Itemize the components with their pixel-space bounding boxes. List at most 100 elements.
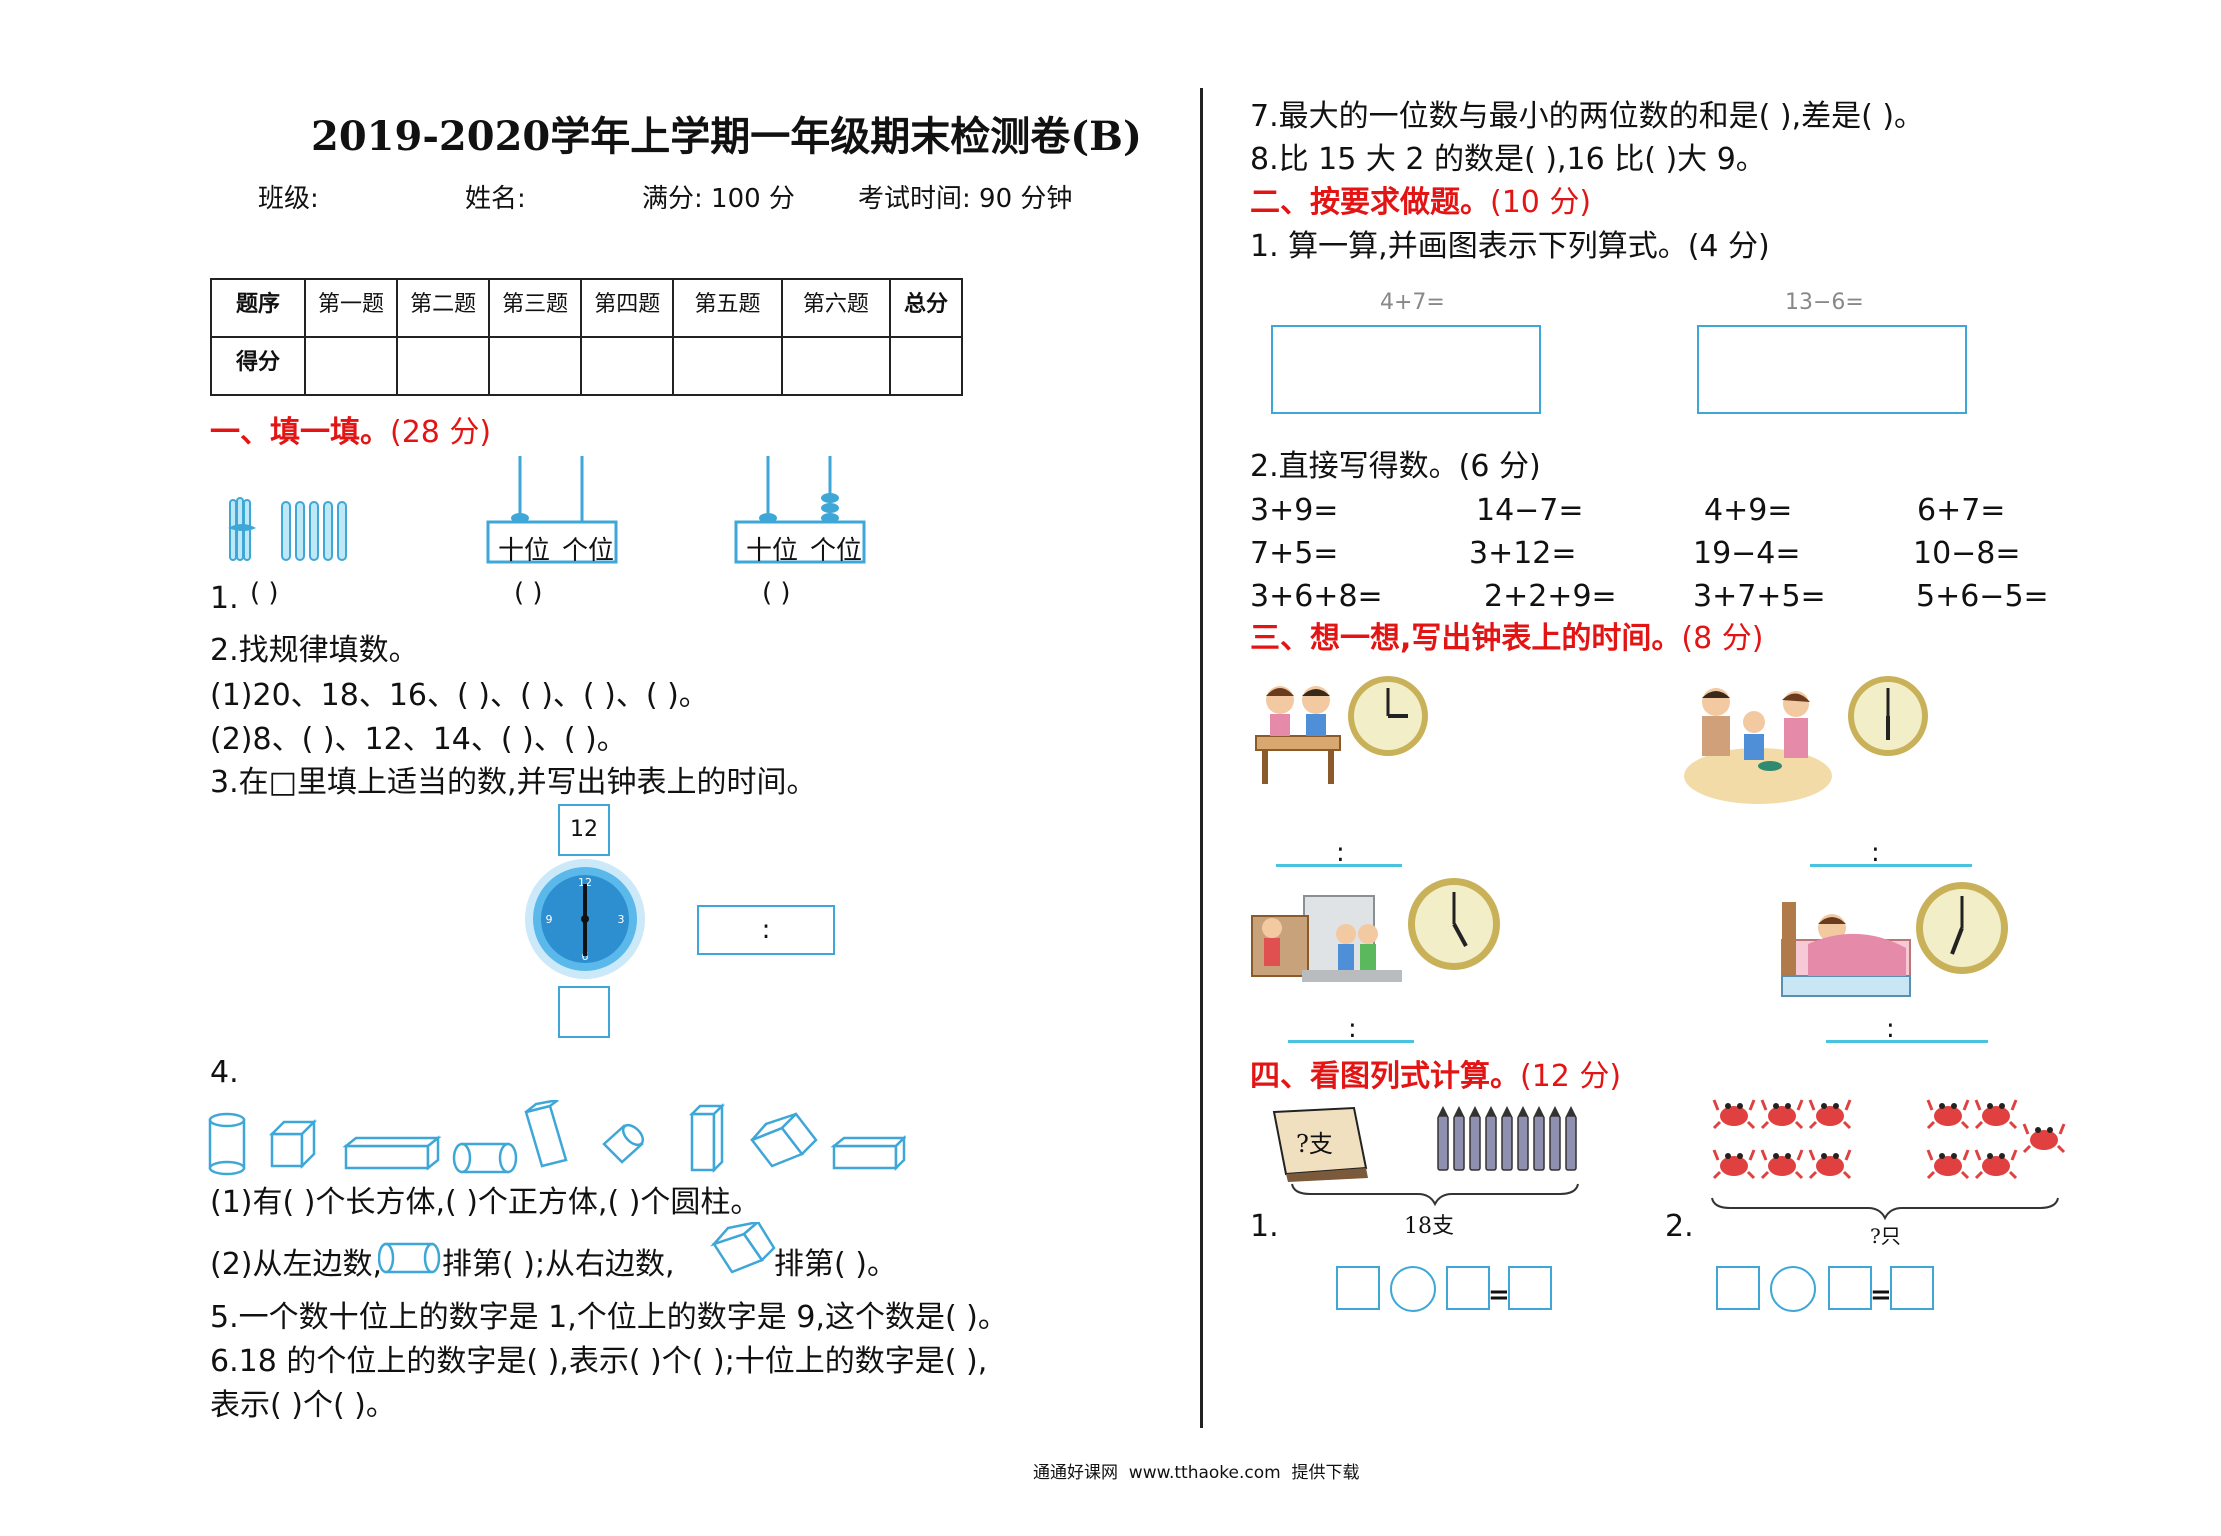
q2-1-text: (1)20、18、16、( )、( )、( )、( )。 (210, 678, 709, 713)
score-cell[interactable] (580, 336, 675, 396)
q6-text-b: 表示( )个( )。 (210, 1388, 396, 1423)
section1-title-text: 一、填一填。 (210, 415, 390, 450)
draw-box-1[interactable] (1271, 325, 1541, 414)
section1-title: 一、填一填。(28 分) (210, 418, 491, 448)
score-header: 第五题 (672, 278, 783, 338)
calc-item: 2+2+9= (1484, 579, 1617, 614)
q6-text-a: 6.18 的个位上的数字是( ),表示( )个( );十位上的数字是( ), (210, 1344, 988, 1379)
q4-1-text: (1)有( )个长方体,( )个正方体,( )个圆柱。 (210, 1185, 761, 1220)
calc-item: 6+7= (1917, 493, 2006, 528)
calc-item: 7+5= (1250, 536, 1339, 571)
calc-item: 4+9= (1704, 493, 1793, 528)
footer-text: 通通好课网 www.tthaoke.com 提供下载 (1033, 1463, 1360, 1483)
section4-points: (12 分) (1520, 1059, 1622, 1094)
q3-top-box: 12 (558, 804, 610, 856)
q1-blank-2[interactable]: ( ) (514, 578, 543, 608)
calc-item: 3+6+8= (1250, 579, 1383, 614)
time-answer-4[interactable] (1826, 1040, 1988, 1043)
q4-2-text-c: 排第( )。 (774, 1247, 897, 1282)
time-answer-3[interactable] (1288, 1040, 1414, 1043)
eq1-box-2[interactable] (1446, 1266, 1490, 1310)
class-label: 班级: (258, 184, 319, 214)
q1-number: 1. (210, 581, 239, 616)
eq1-box-1[interactable] (1336, 1266, 1380, 1310)
time-answer-2-colon: : (1871, 838, 1880, 868)
scene-bedtime-image (1781, 902, 1911, 997)
time-answer-4-colon: : (1886, 1014, 1895, 1044)
scene-family-image (1684, 688, 1832, 804)
time-answer-3-colon: : (1348, 1014, 1357, 1044)
eq2-box-3[interactable] (1890, 1266, 1934, 1310)
q4-shapes-image (208, 1100, 906, 1176)
abacus-1-tens-label: 十位 (498, 536, 551, 566)
q5-text: 5.一个数十位上的数字是 1,个位上的数字是 9,这个数是( )。 (210, 1300, 1008, 1335)
calc-item: 3+7+5= (1693, 579, 1826, 614)
svg-text:3: 3 (618, 913, 625, 926)
cylinder-icon (378, 1242, 441, 1274)
score-cell[interactable] (780, 336, 892, 396)
score-header: 第三题 (488, 278, 583, 338)
clock-3-icon (1408, 878, 1500, 970)
column-divider (1200, 88, 1203, 1428)
score-header: 第六题 (780, 278, 892, 338)
time-answer-1-colon: : (1336, 838, 1345, 868)
eq2-box-2[interactable] (1828, 1266, 1872, 1310)
svg-text:9: 9 (546, 913, 553, 926)
s4-q2-number: 2. (1665, 1209, 1694, 1244)
q3-bottom-box[interactable] (558, 986, 610, 1038)
q7-text: 7.最大的一位数与最小的两位数的和是( ),差是( )。 (1250, 99, 1925, 134)
score-header: 题序 (210, 278, 306, 338)
svg-text:6: 6 (582, 950, 589, 963)
stick-bundle-image (228, 497, 347, 561)
clock-2-icon (1848, 676, 1928, 756)
time-answer-2[interactable] (1810, 864, 1972, 867)
q2-text: 2.找规律填数。 (210, 633, 419, 668)
score-row-label: 得分 (210, 336, 306, 396)
expr1-label: 4+7= (1380, 290, 1445, 315)
score-header: 总分 (889, 278, 963, 338)
section3-title-text: 三、想一想,写出钟表上的时间。 (1250, 621, 1682, 656)
crabs-image (1712, 1098, 2066, 1180)
calc-item: 14−7= (1476, 493, 1584, 528)
name-label: 姓名: (465, 184, 526, 214)
s4-q1-total: 18支 (1404, 1214, 1454, 1239)
section2-title-text: 二、按要求做题。 (1250, 185, 1490, 220)
score-header: 第一题 (303, 278, 399, 338)
eq1-operator-circle[interactable] (1390, 1266, 1436, 1312)
score-header: 第四题 (580, 278, 675, 338)
q2-2-text: (2)8、( )、12、14、( )、( )。 (210, 722, 627, 757)
score-cell[interactable] (672, 336, 783, 396)
abacus-2-image (734, 456, 866, 564)
time-answer-1[interactable] (1276, 864, 1402, 867)
eq2-box-1[interactable] (1716, 1266, 1760, 1310)
q1-blank-3[interactable]: ( ) (762, 578, 791, 608)
clock-1-icon (1348, 676, 1428, 756)
s4-q2-total: ?只 (1870, 1224, 1901, 1248)
score-cell[interactable] (303, 336, 399, 396)
q1-blank-1[interactable]: ( ) (250, 578, 279, 608)
section2-title: 二、按要求做题。(10 分) (1250, 188, 1591, 218)
eq1-equals: = (1488, 1280, 1510, 1310)
section4-title: 四、看图列式计算。(12 分) (1250, 1062, 1621, 1092)
s2-q2-text: 2.直接写得数。(6 分) (1250, 449, 1541, 484)
page-title: 2019-2020学年上学期一年级期末检测卷(B) (311, 113, 1142, 160)
section4-title-text: 四、看图列式计算。 (1250, 1059, 1520, 1094)
score-cell[interactable] (488, 336, 583, 396)
q3-time-box[interactable]: : (697, 905, 835, 955)
section1-points: (28 分) (390, 415, 492, 450)
svg-text:12: 12 (578, 876, 592, 889)
section2-points: (10 分) (1490, 185, 1592, 220)
cube-icon (710, 1222, 776, 1274)
eq2-operator-circle[interactable] (1770, 1266, 1816, 1312)
brace-2-image (1711, 1197, 2059, 1221)
score-table: 题序 第一题 第二题 第三题 第四题 第五题 第六题 总分 得分 (210, 278, 963, 396)
eq1-box-3[interactable] (1508, 1266, 1552, 1310)
pencil-box-label: ?支 (1296, 1130, 1333, 1158)
clock-4-icon (1916, 882, 2008, 974)
s4-q1-number: 1. (1250, 1209, 1279, 1244)
score-cell[interactable] (396, 336, 491, 396)
eq2-equals: = (1870, 1280, 1892, 1310)
draw-box-2[interactable] (1697, 325, 1967, 414)
q3-top-box-value: 12 (570, 817, 598, 842)
score-cell[interactable] (889, 336, 963, 396)
